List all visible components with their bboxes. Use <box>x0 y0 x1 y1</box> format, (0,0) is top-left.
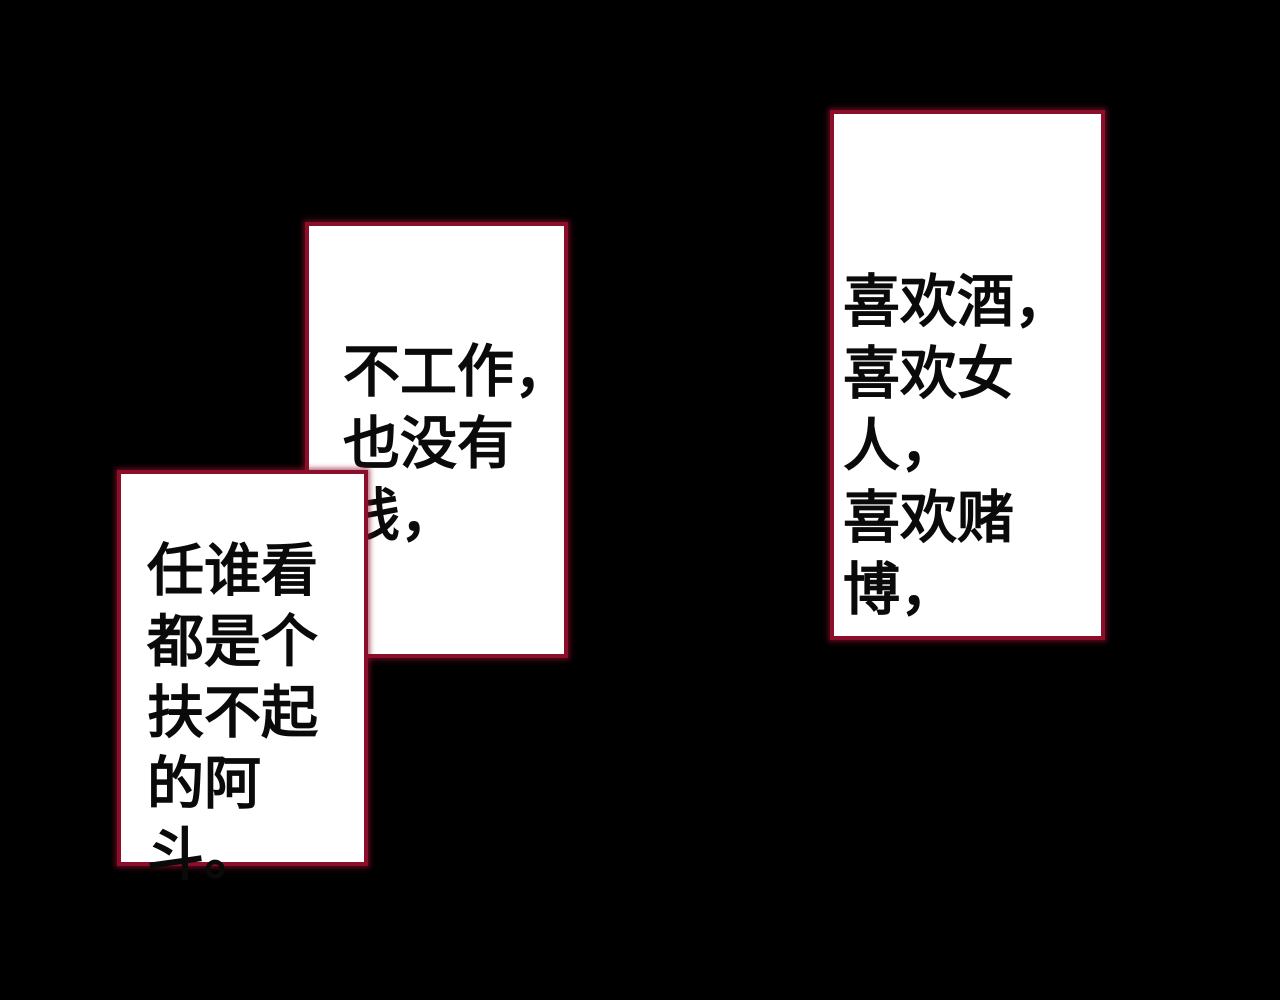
narration-text-left: 任谁看 都是个 扶不起 的阿斗。 <box>147 538 318 888</box>
narration-text-right: 喜欢酒， 喜欢女人， 喜欢赌博， <box>843 269 1071 623</box>
narration-text-middle: 不工作， 也没有 钱， <box>343 339 571 549</box>
narration-box-left: 任谁看 都是个 扶不起 的阿斗。 <box>117 470 368 888</box>
narration-box-right: 喜欢酒， 喜欢女人， 喜欢赌博， <box>830 110 1105 640</box>
